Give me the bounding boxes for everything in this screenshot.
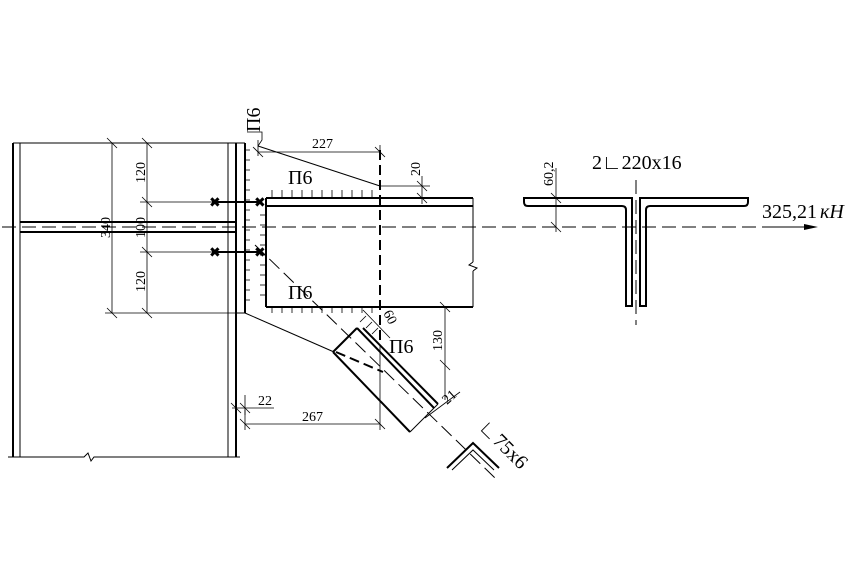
weld-label-lower: П6 [288,282,312,304]
weld-label-top: П6 [243,108,265,132]
dim-22: 22 [258,394,272,409]
chord-section [523,197,749,307]
dimension-lines [105,131,562,430]
dim-20: 20 [409,162,424,176]
svg-text:✖: ✖ [209,196,221,211]
dim-100: 100 [134,217,149,238]
dim-120-bottom: 120 [134,271,149,292]
force-arrow [762,224,818,230]
column [8,142,240,463]
svg-text:✖: ✖ [254,196,266,211]
chord-angles [260,150,479,345]
dim-267: 267 [302,410,323,425]
weld-label-upper: П6 [288,167,312,189]
dim-120-top: 120 [134,162,149,183]
svg-text:✖: ✖ [209,246,221,261]
end-plate [236,142,250,314]
brace-section [446,441,500,471]
dim-60: 60 [379,308,399,327]
dim-60-2: 60,2 [542,162,557,187]
dim-130: 130 [431,330,446,351]
svg-text:✖: ✖ [254,246,266,261]
dimension-texts: 120 100 120 340 227 20 60,2 130 60 21 22… [99,137,557,425]
brace-angle [332,315,439,433]
axis-lines [2,180,760,479]
gusset [244,145,381,353]
chord-section-label: 2∟220х16 [592,152,682,174]
dim-340: 340 [99,217,114,238]
dim-227: 227 [312,137,333,152]
weld-label-brace: П6 [389,336,413,358]
brace-section-label: ∟75х6 [474,416,532,474]
bolts: ✖ ✖ ✖ ✖ [209,196,266,261]
